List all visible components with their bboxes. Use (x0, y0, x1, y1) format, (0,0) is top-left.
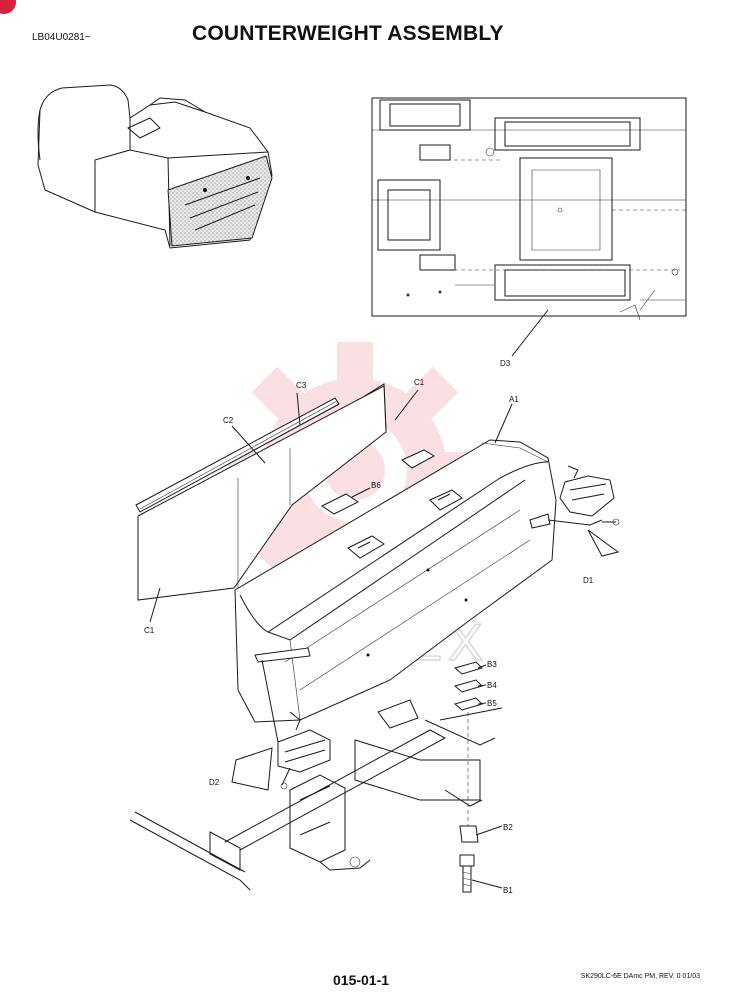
callout-a1: A1 (509, 395, 519, 404)
callout-c2: C2 (223, 416, 234, 425)
b5-leader (477, 702, 487, 705)
c1-top-leader (394, 389, 419, 421)
b1-leader (471, 879, 503, 889)
b4-leader (477, 684, 487, 687)
callout-b3: B3 (487, 660, 497, 669)
counterweight-body (234, 439, 557, 723)
upper-frame (129, 699, 503, 891)
mounting-bolt-stack (453, 661, 483, 893)
corner-badge (0, 0, 16, 14)
page-number: 015-01-1 (333, 972, 390, 988)
right-lamp-assembly (547, 465, 620, 526)
callout-b2: B2 (503, 823, 513, 832)
page-title: COUNTERWEIGHT ASSEMBLY (192, 22, 504, 45)
b6-pads (321, 449, 436, 515)
b3-leader (477, 664, 487, 669)
d1-leader (587, 529, 620, 557)
serial-range: LB04U0281~ (32, 32, 91, 43)
callout-b1: B1 (503, 886, 513, 895)
callout-b4: B4 (487, 681, 497, 690)
c2-leader (231, 425, 266, 464)
callout-c1-top: C1 (414, 378, 425, 387)
callout-b5: B5 (487, 699, 497, 708)
callout-b6: B6 (371, 481, 381, 490)
d3-leader (511, 309, 549, 357)
callout-d2: D2 (209, 778, 220, 787)
plan-view-drawing (371, 97, 687, 321)
machine-overview-icon (37, 84, 273, 249)
document-reference: SK290LC-6E DAmc PM, REV. 0 01/03 (580, 973, 700, 980)
callout-d3: D3 (500, 359, 511, 368)
left-lamp-assembly (261, 659, 331, 790)
a1-leader (494, 403, 513, 444)
b2-leader (475, 825, 503, 836)
b6-leader (351, 487, 371, 498)
c3-leader (296, 392, 301, 426)
d2-leader (231, 747, 273, 791)
callout-c3: C3 (296, 381, 307, 390)
callout-c1-bottom: C1 (144, 626, 155, 635)
cover-plates (135, 383, 387, 601)
callout-d1: D1 (583, 576, 594, 585)
c1-bottom-leader (149, 587, 161, 623)
